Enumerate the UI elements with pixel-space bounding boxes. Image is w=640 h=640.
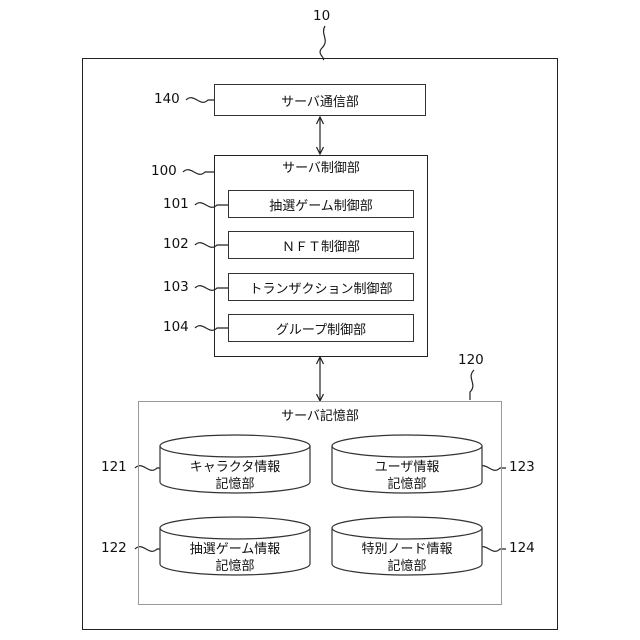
db-character-line2: 記憶部 (160, 476, 310, 493)
server-comm-label: サーバ通信部 (281, 91, 359, 110)
module-lottery-game: 抽選ゲーム制御部 (228, 190, 414, 218)
ref-103: 103 (163, 279, 189, 295)
ref-101: 101 (163, 196, 189, 212)
ref-123: 123 (509, 459, 535, 475)
ref-122: 122 (101, 540, 127, 556)
ref-10: 10 (313, 8, 330, 24)
ref-100: 100 (151, 163, 177, 179)
ref-124: 124 (509, 540, 535, 556)
ref-120: 120 (458, 352, 484, 368)
module-group: グループ制御部 (228, 314, 414, 342)
module-nft-label: ＮＦＴ制御部 (282, 236, 360, 255)
ref-102: 102 (163, 236, 189, 252)
db-node-label: 特別ノード情報 記憶部 (332, 541, 482, 575)
server-comm-box: サーバ通信部 (214, 84, 426, 116)
db-user-line2: 記憶部 (332, 476, 482, 493)
db-lottery-label: 抽選ゲーム情報 記憶部 (160, 541, 310, 575)
module-group-label: グループ制御部 (276, 319, 366, 338)
db-node-line2: 記憶部 (332, 558, 482, 575)
leader-10 (320, 26, 325, 60)
module-nft: ＮＦＴ制御部 (228, 231, 414, 259)
db-user-line1: ユーザ情報 (332, 459, 482, 476)
module-transaction: トランザクション制御部 (228, 273, 414, 301)
module-transaction-label: トランザクション制御部 (249, 278, 392, 297)
db-lottery-line1: 抽選ゲーム情報 (160, 541, 310, 558)
module-lottery-game-label: 抽選ゲーム制御部 (269, 195, 373, 214)
db-lottery-line2: 記憶部 (160, 558, 310, 575)
db-node-line1: 特別ノード情報 (332, 541, 482, 558)
db-character-label: キャラクタ情報 記憶部 (160, 459, 310, 493)
ref-121: 121 (101, 459, 127, 475)
ref-104: 104 (163, 319, 189, 335)
ref-140: 140 (154, 91, 180, 107)
server-storage-title: サーバ記憶部 (139, 405, 501, 424)
server-control-title: サーバ制御部 (215, 157, 427, 176)
db-user-label: ユーザ情報 記憶部 (332, 459, 482, 493)
db-character-line1: キャラクタ情報 (160, 459, 310, 476)
